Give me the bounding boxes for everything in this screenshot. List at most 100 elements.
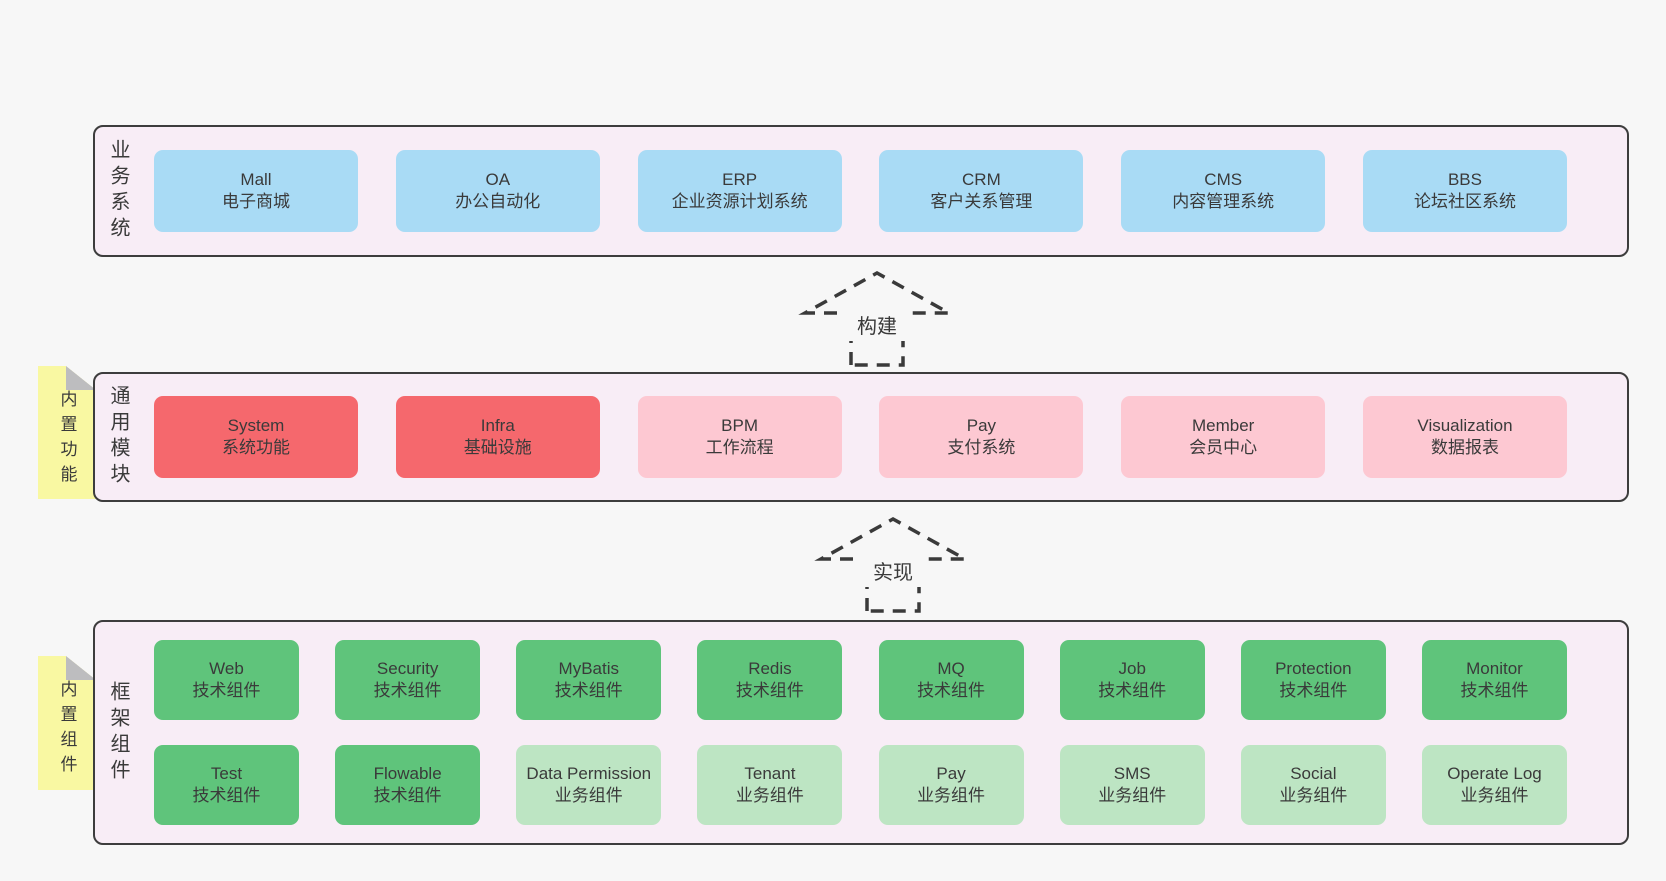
module-name: Web [209,659,244,678]
module-desc: 内容管理系统 [1172,192,1275,211]
module-desc: 电子商城 [222,192,290,211]
module-box-job: Job 技术组件 [1059,640,1205,720]
module-name: Operate Log [1447,764,1542,783]
module-desc: 企业资源计划系统 [671,192,808,211]
module-name: Security [376,659,439,678]
module-desc: 办公自动化 [455,192,541,211]
module-desc: 系统功能 [222,438,290,457]
module-name: MyBatis [558,659,620,678]
module-name: Tenant [744,764,796,783]
arrow-label: 实现 [873,561,913,584]
layer-side-label: 框架组件 [95,622,141,843]
module-name: Pay [936,764,966,783]
module-box-system: System 系统功能 [154,396,358,478]
module-name: Member [1192,416,1255,435]
module-name: CMS [1204,170,1243,189]
module-desc: 技术组件 [1279,681,1348,700]
module-box-oa: OA 办公自动化 [395,150,600,232]
module-box-operate-log: Operate Log 业务组件 [1421,745,1567,825]
module-desc: 技术组件 [1460,681,1529,700]
layer-side-label-text: 框架组件 [107,680,129,785]
module-desc: 论坛社区系统 [1413,192,1516,211]
module-desc: 业务组件 [917,786,986,805]
module-desc: 技术组件 [1098,681,1167,700]
module-name: Test [210,764,243,783]
module-name: Data Permission [526,764,652,783]
layer-side-label: 通用模块 [95,374,141,500]
module-box-tenant: Tenant 业务组件 [697,745,843,825]
module-box-social: Social 业务组件 [1240,745,1386,825]
module-desc: 客户关系管理 [930,192,1033,211]
module-name: Monitor [1466,659,1523,678]
sticky-note-builtin-components: 内置组件 [38,656,96,790]
module-name: Redis [748,659,792,678]
module-box-infra: Infra 基础设施 [395,396,600,478]
layer-box-rows: Mall 电子商城 OA 办公自动化 ERP 企业资源计划系统 CRM 客户关系管理 CMS 内容… [141,127,1627,255]
module-box-redis: Redis 技术组件 [697,640,843,720]
module-desc: 业务组件 [1460,786,1529,805]
module-desc: 业务组件 [554,786,623,805]
module-box-data-permission: Data Permission 业务组件 [516,745,662,825]
module-name: Mall [240,170,272,189]
module-box-erp: ERP 企业资源计划系统 [637,150,842,232]
module-name: MQ [937,659,965,678]
module-box-monitor: Monitor 技术组件 [1421,640,1567,720]
layer-side-label-text: 通用模块 [107,385,129,489]
module-desc: 基础设施 [463,438,532,457]
module-row: Mall 电子商城 OA 办公自动化 ERP 企业资源计划系统 CRM 客户关系管理 CMS 内容… [154,150,1567,232]
module-box-cms: CMS 内容管理系统 [1121,150,1326,232]
module-desc: 业务组件 [1098,786,1167,805]
up-arrow-implement-icon: 实现 [814,516,972,613]
module-desc: 支付系统 [947,438,1016,457]
module-desc: 技术组件 [554,681,623,700]
module-name: Infra [480,416,515,435]
module-desc: 业务组件 [735,786,804,805]
sticky-note-label: 内置组件 [57,680,77,780]
module-desc: 工作流程 [705,438,774,457]
module-name: ERP [722,170,758,189]
module-desc: 技术组件 [917,681,986,700]
module-box-visualization: Visualization 数据报表 [1362,396,1567,478]
module-name: BPM [721,416,759,435]
module-name: Social [1290,764,1337,783]
module-box-crm: CRM 客户关系管理 [879,150,1084,232]
module-box-security: Security 技术组件 [335,640,481,720]
layer-side-label-text: 业务系统 [107,139,129,243]
arrow-label-backdrop [845,311,909,341]
module-name: CRM [962,170,1001,189]
module-name: Visualization [1417,416,1513,435]
module-desc: 技术组件 [373,681,442,700]
module-box-bpm: BPM 工作流程 [637,396,842,478]
module-box-mall: Mall 电子商城 [154,150,358,232]
up-arrow-build-icon: 构建 [798,270,956,367]
module-name: Job [1118,659,1146,678]
module-box-protection: Protection 技术组件 [1240,640,1386,720]
module-name: Flowable [373,764,442,783]
sticky-note-label: 内置功能 [57,389,77,490]
module-desc: 数据报表 [1430,438,1499,457]
module-box-mq: MQ 技术组件 [878,640,1024,720]
module-desc: 业务组件 [1279,786,1348,805]
module-desc: 技术组件 [735,681,804,700]
module-name: OA [485,170,511,189]
module-box-bbs: BBS 论坛社区系统 [1362,150,1567,232]
module-box-test: Test 技术组件 [154,745,299,825]
module-name: BBS [1447,170,1482,189]
module-name: Protection [1275,659,1352,678]
layer-side-label: 业务系统 [95,127,141,255]
module-name: System [227,416,285,435]
module-desc: 技术组件 [192,786,261,805]
